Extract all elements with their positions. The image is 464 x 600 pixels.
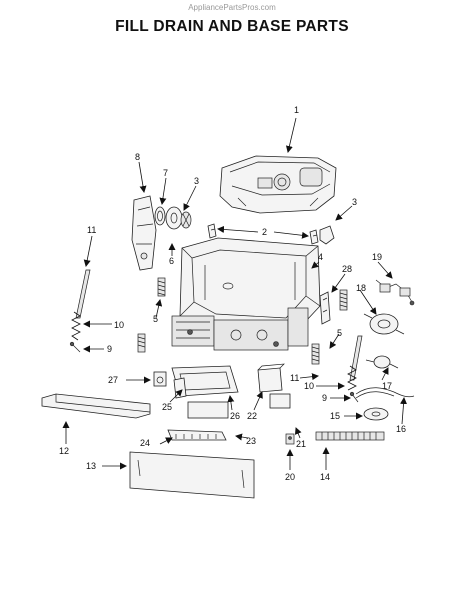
page-title: FILL DRAIN AND BASE PARTS — [115, 18, 349, 35]
callout-19: 19 — [372, 252, 382, 262]
callout-27: 27 — [108, 375, 118, 385]
callout-4: 4 — [318, 252, 323, 262]
callout-21: 21 — [296, 439, 306, 449]
part-seal-ring[interactable] — [154, 206, 166, 226]
part-connector-25[interactable] — [173, 377, 187, 399]
part-clip-right[interactable] — [309, 229, 319, 245]
callout-18: 18 — [356, 283, 366, 293]
part-leveling-leg-c[interactable] — [339, 289, 348, 311]
callout-28: 28 — [342, 264, 352, 274]
part-float-disc[interactable] — [363, 407, 389, 421]
callout-10: 10 — [304, 381, 314, 391]
part-wire-harness[interactable] — [375, 279, 415, 306]
part-front-rail[interactable] — [41, 393, 151, 419]
part-small-box[interactable] — [269, 393, 291, 409]
part-drain-pump[interactable] — [363, 313, 405, 335]
part-housing-left[interactable] — [131, 195, 157, 271]
callout-12: 12 — [59, 446, 69, 456]
part-screw-right[interactable] — [349, 391, 359, 403]
part-leveling-leg-d[interactable] — [311, 343, 320, 365]
part-connector-27[interactable] — [153, 371, 167, 387]
callout-7: 7 — [163, 168, 168, 178]
callout-1: 1 — [294, 105, 299, 115]
callout-26: 26 — [230, 411, 240, 421]
part-base-frame[interactable] — [171, 237, 321, 351]
part-spring-left[interactable] — [71, 311, 81, 341]
part-panel-base[interactable] — [187, 401, 229, 419]
watermark: AppliancePartsPros.com — [188, 3, 276, 12]
callout-2: 2 — [262, 227, 267, 237]
callout-6: 6 — [169, 256, 174, 266]
part-grille[interactable] — [167, 429, 227, 441]
callout-9: 9 — [107, 344, 112, 354]
callout-20: 20 — [285, 472, 295, 482]
callout-24: 24 — [140, 438, 150, 448]
part-inlet-valve[interactable] — [365, 355, 399, 369]
part-kick-plate[interactable] — [129, 451, 255, 499]
callout-22: 22 — [247, 411, 257, 421]
part-bracket-28[interactable] — [319, 291, 331, 325]
part-control-box[interactable] — [257, 363, 285, 393]
callout-10: 10 — [114, 320, 124, 330]
callout-3: 3 — [194, 176, 199, 186]
part-filter-disc[interactable] — [165, 206, 183, 230]
part-impeller[interactable] — [180, 211, 192, 229]
part-top-cover[interactable] — [219, 155, 337, 214]
part-leveling-leg-a[interactable] — [157, 277, 166, 297]
callout-9: 9 — [322, 393, 327, 403]
callout-13: 13 — [86, 461, 96, 471]
callout-3: 3 — [352, 197, 357, 207]
part-leveling-leg-b[interactable] — [137, 333, 146, 353]
part-screw-left[interactable] — [69, 341, 81, 353]
callout-5: 5 — [153, 314, 158, 324]
part-spring-right[interactable] — [347, 365, 357, 391]
part-rod-right[interactable] — [349, 335, 363, 381]
part-bracket-right[interactable] — [319, 225, 335, 245]
callout-16: 16 — [396, 424, 406, 434]
callout-labels: 1 8 7 3 3 2 4 28 11 6 19 18 5 5 10 9 27 … — [59, 105, 406, 482]
callout-5: 5 — [337, 328, 342, 338]
callout-15: 15 — [330, 411, 340, 421]
part-rod-left[interactable] — [75, 269, 91, 319]
callout-8: 8 — [135, 152, 140, 162]
part-drain-hose[interactable] — [355, 387, 415, 399]
callout-17: 17 — [382, 381, 392, 391]
callout-11: 11 — [290, 373, 299, 383]
callout-23: 23 — [246, 436, 256, 446]
part-clip-left[interactable] — [207, 223, 217, 239]
leader-lines — [62, 117, 408, 470]
callout-14: 14 — [320, 472, 330, 482]
callout-11: 11 — [87, 225, 96, 235]
callout-25: 25 — [162, 402, 172, 412]
part-terminal[interactable] — [285, 433, 295, 445]
part-insulation-strip[interactable] — [315, 431, 385, 441]
